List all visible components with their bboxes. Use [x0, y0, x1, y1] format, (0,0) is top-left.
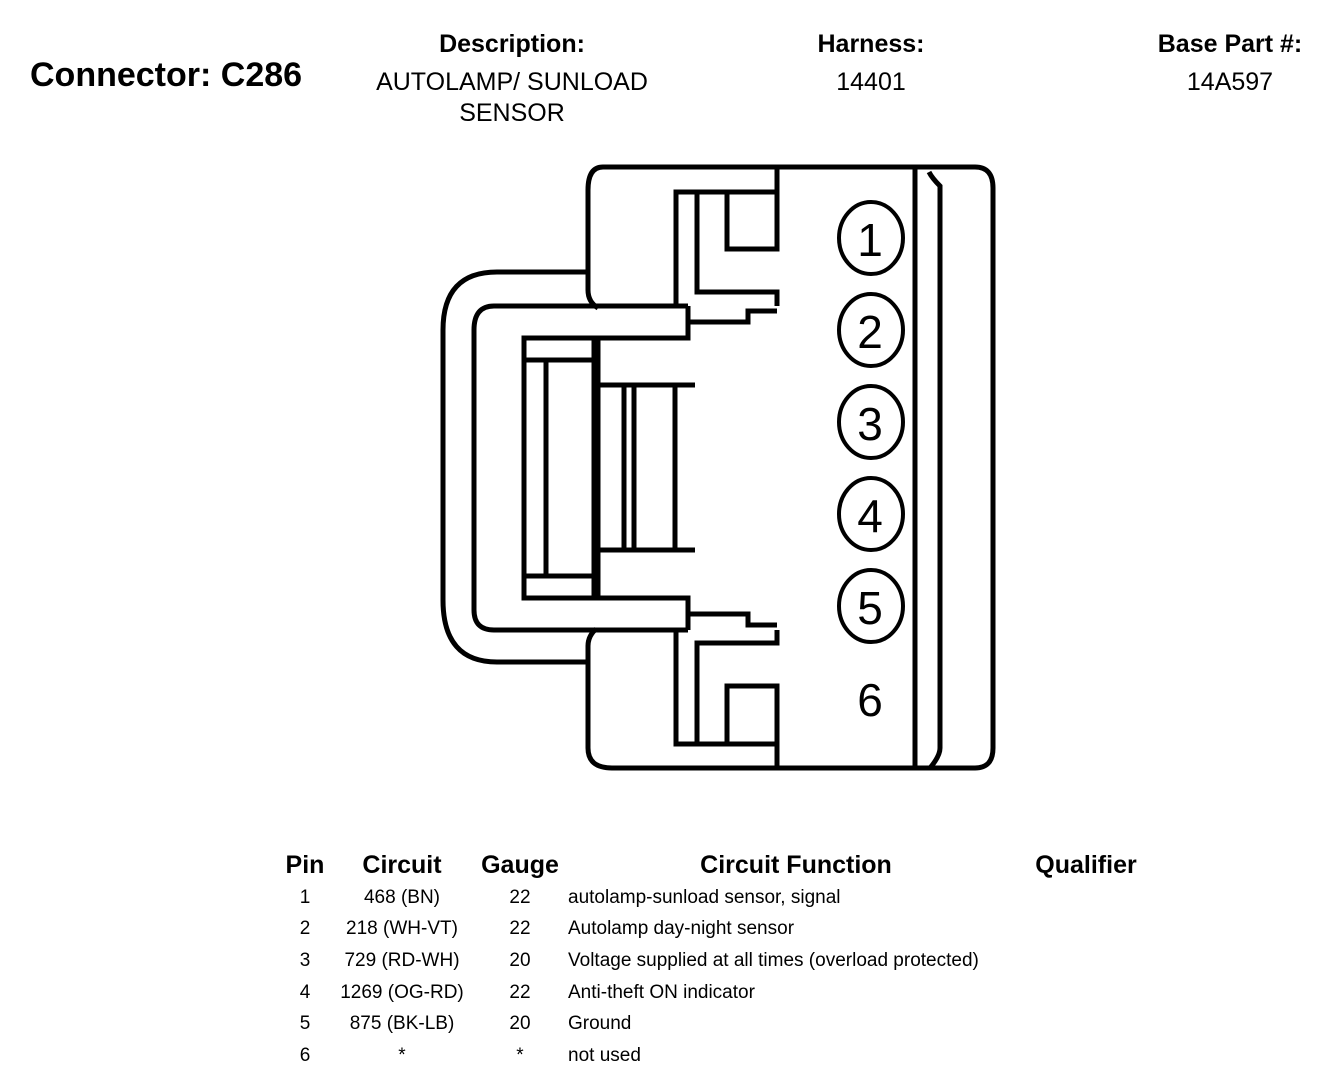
pin-number-label: 6 [857, 674, 883, 726]
description-label: Description: [439, 30, 585, 58]
cell-circuit: 1269 (OG-RD) [340, 981, 464, 1003]
cell-function: Anti-theft ON indicator [568, 981, 755, 1003]
cell-pin: 3 [299, 949, 311, 971]
cell-gauge: 20 [509, 1013, 531, 1035]
pin-group: 1 2 3 4 5 6 [837, 200, 905, 726]
pin-5: 5 [837, 568, 905, 644]
harness-value: 14401 [836, 68, 906, 96]
pin-circle [837, 384, 905, 460]
pin-circle [837, 568, 905, 644]
cell-qualifier [1024, 1008, 1148, 1040]
pin-number-label: 5 [857, 582, 883, 634]
description-value: AUTOLAMP/ SUNLOAD SENSOR [376, 68, 648, 127]
base-part-value: 14A597 [1186, 68, 1274, 96]
pin-6: 6 [857, 674, 883, 726]
terminal-block-bottom [724, 683, 780, 747]
connector-face-diagram: 1 2 3 4 5 6 [440, 164, 996, 771]
table-row: 2 218 (WH-VT) 22 Autolamp day-night sens… [278, 914, 1148, 946]
lock-frame [521, 335, 597, 601]
cell-pin: 4 [299, 981, 311, 1003]
cell-circuit: * [398, 1044, 406, 1066]
cell-function: not used [568, 1044, 641, 1066]
pin-2: 2 [837, 292, 905, 368]
cell-circuit: 468 (BN) [363, 886, 441, 908]
pin-circle [837, 200, 905, 276]
table-row: 3 729 (RD-WH) 20 Voltage supplied at all… [278, 945, 1148, 977]
table-row: 5 875 (BK-LB) 20 Ground [278, 1008, 1148, 1040]
table-row: 1 468 (BN) 22 autolamp-sunload sensor, s… [278, 882, 1148, 914]
cell-gauge: 22 [509, 918, 531, 940]
cell-circuit: 875 (BK-LB) [349, 1013, 455, 1035]
cell-circuit: 729 (RD-WH) [344, 949, 460, 971]
harness-label: Harness: [817, 30, 925, 58]
pin-number-label: 4 [857, 490, 883, 542]
pin-number-label: 2 [857, 306, 883, 358]
cell-function: Voltage supplied at all times (overload … [568, 949, 979, 971]
col-header-pin: Pin [285, 850, 325, 879]
cell-qualifier [1024, 914, 1148, 946]
lock-slider [594, 382, 695, 553]
terminal-block-top [724, 189, 780, 252]
cell-qualifier [1024, 1040, 1148, 1072]
col-header-qualifier: Qualifier [1035, 850, 1137, 879]
cell-function: Autolamp day-night sensor [568, 918, 795, 940]
col-header-circuit-function: Circuit Function [700, 850, 892, 879]
pin-3: 3 [837, 384, 905, 460]
cell-circuit: 218 (WH-VT) [346, 918, 458, 940]
connector-title: Connector: C286 [30, 56, 303, 94]
cell-pin: 1 [299, 886, 311, 908]
cell-pin: 5 [299, 1013, 311, 1035]
cell-pin: 2 [299, 918, 311, 940]
col-header-circuit: Circuit [362, 850, 442, 879]
cell-function: Ground [568, 1013, 632, 1035]
pin-table-header: Pin Circuit Gauge Circuit Function Quali… [278, 848, 1148, 882]
cell-qualifier [1024, 945, 1148, 977]
cell-gauge: * [516, 1044, 524, 1066]
pin-circle [837, 292, 905, 368]
table-row: 6 * * not used [278, 1040, 1148, 1072]
face-line-chamfer [926, 170, 943, 770]
pin-4: 4 [837, 476, 905, 552]
cell-qualifier [1024, 977, 1148, 1009]
cell-gauge: 22 [509, 886, 531, 908]
cell-function: autolamp-sunload sensor, signal [568, 886, 841, 908]
pin-number-label: 3 [857, 398, 883, 450]
pin-1: 1 [837, 200, 905, 276]
latch-tab-top [524, 306, 777, 341]
latch-outer [440, 269, 588, 665]
col-header-gauge: Gauge [481, 850, 559, 879]
pin-circle [837, 476, 905, 552]
cell-pin: 6 [299, 1044, 311, 1066]
latch-inner [471, 303, 688, 633]
latch-tab-bottom [524, 595, 777, 630]
cell-gauge: 22 [509, 981, 531, 1003]
base-part-label: Base Part #: [1157, 30, 1303, 58]
cell-gauge: 20 [509, 949, 531, 971]
cell-qualifier [1024, 882, 1148, 914]
pin-table: Pin Circuit Gauge Circuit Function Quali… [278, 848, 1148, 1072]
table-row: 4 1269 (OG-RD) 22 Anti-theft ON indicato… [278, 977, 1148, 1009]
housing-outline [585, 164, 996, 771]
pin-number-label: 1 [857, 214, 883, 266]
